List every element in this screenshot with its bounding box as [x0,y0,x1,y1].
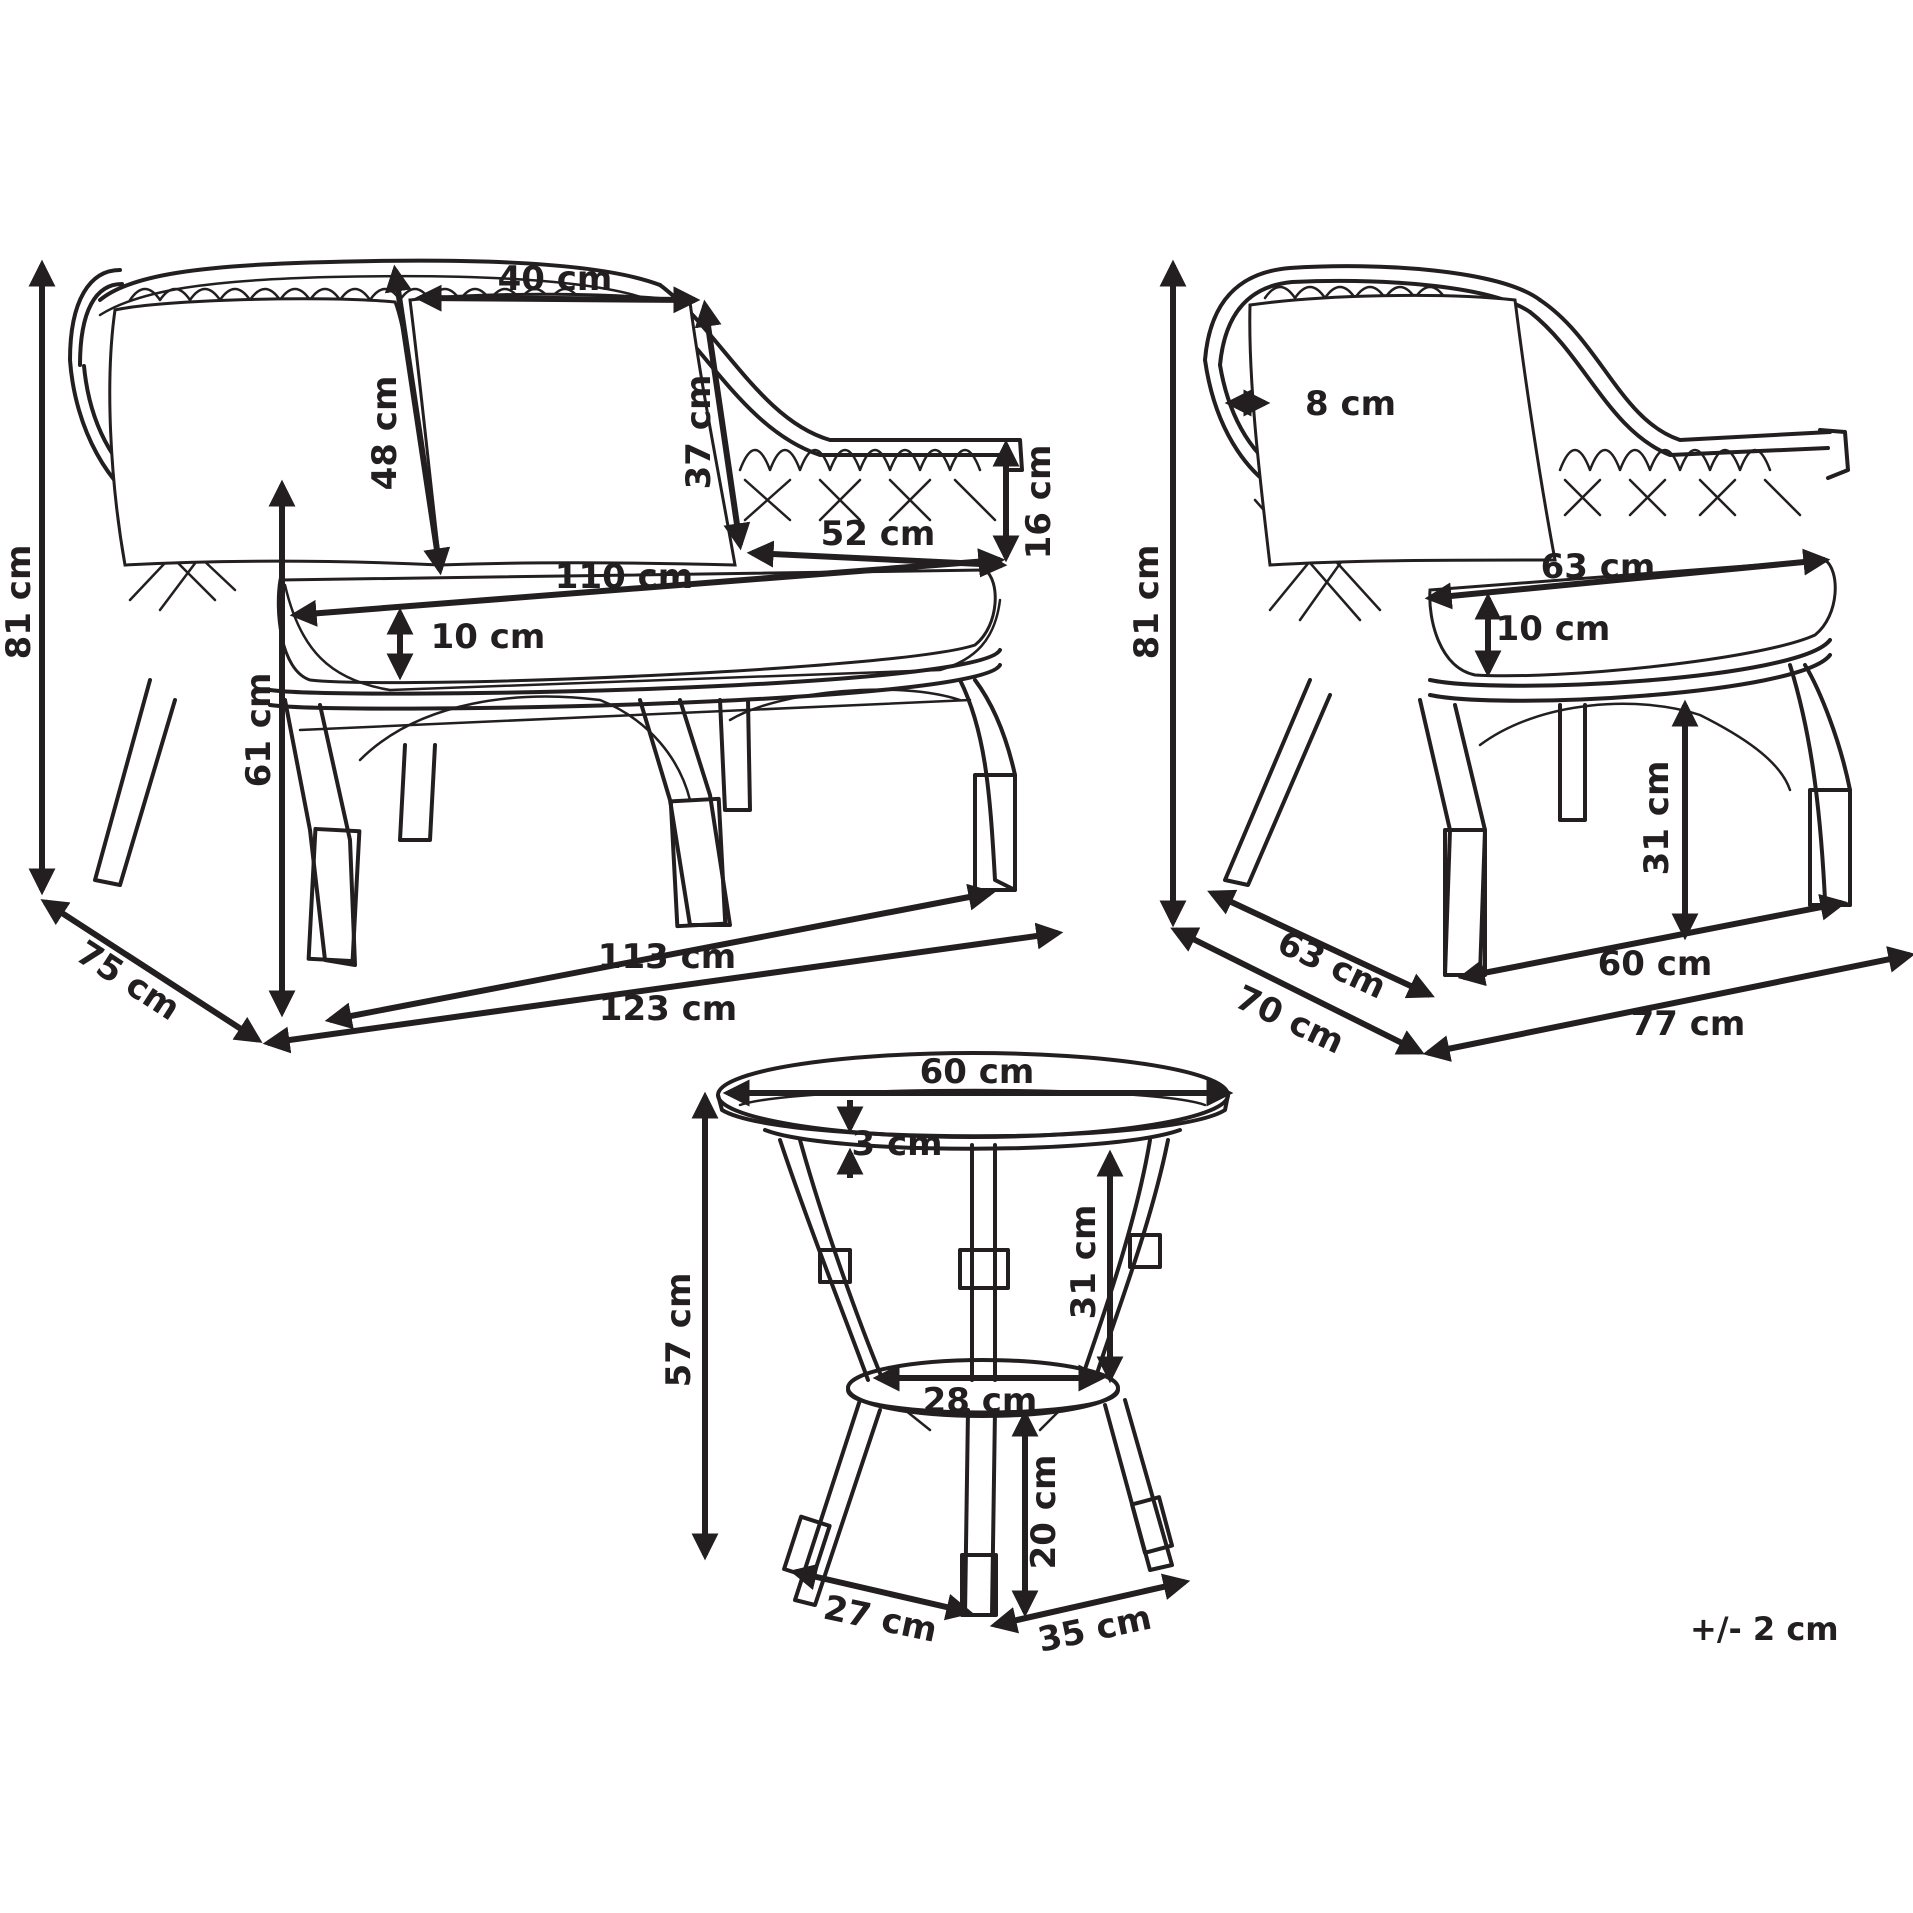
sofa-pillow-width-line [414,284,701,314]
tolerance-note: +/- 2 cm [1690,1610,1839,1648]
sofa-illustration [68,258,1024,967]
sofa-seat-width-line [289,548,1006,627]
armchair-legs [1223,663,1852,977]
sofa-depth-line [40,899,263,1043]
armchair-cushion-thickness-label: 10 cm [1496,609,1611,649]
table-leg-spread-a-label: 27 cm [820,1588,941,1651]
table-leg-spread-b-line [989,1573,1191,1634]
armchair-depth-line [1170,927,1425,1055]
sofa-pillow-height-line [694,299,751,551]
table-shelf-diameter-label: 28 cm [923,1381,1038,1421]
table-illustration [716,1051,1230,1617]
armchair-seat-height-label: 31 cm [1637,761,1677,876]
armchair-seat-width-line [1424,548,1831,610]
sofa-legs [93,678,1017,967]
armchair-pillow-thickness-label: 8 cm [1305,384,1396,424]
sofa-dimensions: 81 cm 75 cm 40 cm 48 cm 37 cm 16 cm 52 c… [0,259,1064,1054]
sofa-total-width-line [262,922,1064,1054]
sofa-total-width-label: 123 cm [599,989,737,1029]
armchair-height-label: 81 cm [1127,545,1167,660]
armchair-leg-depth-label: 63 cm [1271,923,1392,1008]
armchair-back-pillow [1248,293,1557,567]
armchair-seat-width-label: 63 cm [1541,547,1656,587]
sofa-pillow-width-label: 40 cm [498,259,613,299]
table-top-thickness-label: 3 cm [851,1124,942,1164]
sofa-cushion-thickness-label: 10 cm [431,617,546,657]
sofa-arm-depth-label: 52 cm [821,514,936,554]
sofa-leg-width-label: 113 cm [598,937,736,977]
sofa-backrest-height-label: 48 cm [365,376,405,491]
sofa-backrest-height-line [384,264,451,576]
table-leg-spread-b-label: 35 cm [1034,1598,1155,1661]
table-upper-frame-height-label: 31 cm [1064,1205,1104,1320]
sofa-seat-width-label: 110 cm [555,557,693,597]
table-leg-spread-a-line [789,1563,974,1621]
table-lower-leg-height-label: 20 cm [1024,1455,1064,1570]
sofa-pillow-height-label: 37 cm [679,375,719,490]
sofa-armrest-height-label: 16 cm [1019,445,1059,560]
sofa-height-label: 81 cm [0,545,39,660]
sofa-seat-height-label: 61 cm [239,673,279,788]
armchair-total-width-line [1422,946,1913,1062]
armchair-leg-width-label: 60 cm [1598,944,1713,984]
table-dimensions: 60 cm 3 cm 57 cm 31 cm 28 cm 20 cm 27 cm… [659,1052,1234,1661]
table-top-diameter-label: 60 cm [920,1052,1035,1092]
table-height-label: 57 cm [659,1273,699,1388]
armchair-total-width-label: 77 cm [1631,1004,1746,1044]
